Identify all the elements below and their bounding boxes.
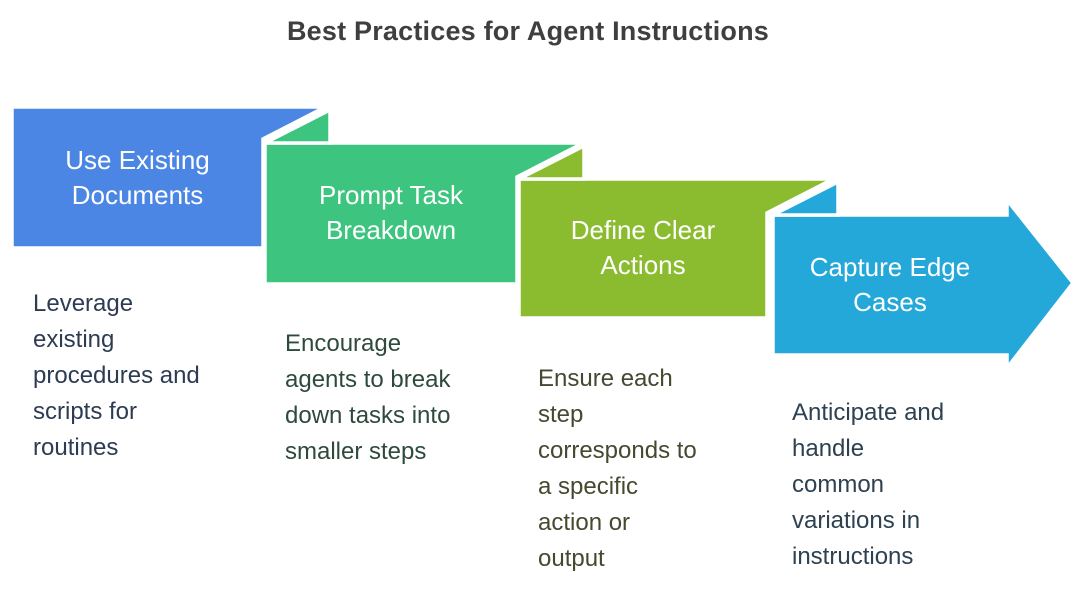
step3-fold-triangle xyxy=(518,143,586,181)
step3-description: Ensure each step corresponds to a specif… xyxy=(538,365,697,572)
step2-fold-triangle xyxy=(264,107,332,145)
step3-label: Define Clear Actions xyxy=(570,215,716,280)
step2-description: Encourage agents to break down tasks int… xyxy=(285,330,451,465)
step3-banner-shape xyxy=(517,177,834,320)
step2-label: Prompt Task Breakdown xyxy=(318,180,463,245)
step1-description: Leverage existing procedures and scripts… xyxy=(33,290,200,461)
page-title: Best Practices for Agent Instructions xyxy=(286,16,769,46)
step1-label: Use Existing Documents xyxy=(65,145,210,210)
step2-banner-shape xyxy=(263,141,584,286)
step1-banner-shape xyxy=(10,105,326,250)
step4-arrow-shape xyxy=(771,194,1076,374)
step4-description: Anticipate and handle common variations … xyxy=(792,399,945,570)
step4-fold-triangle xyxy=(772,179,840,217)
step4-label: Capture Edge Cases xyxy=(809,252,971,317)
